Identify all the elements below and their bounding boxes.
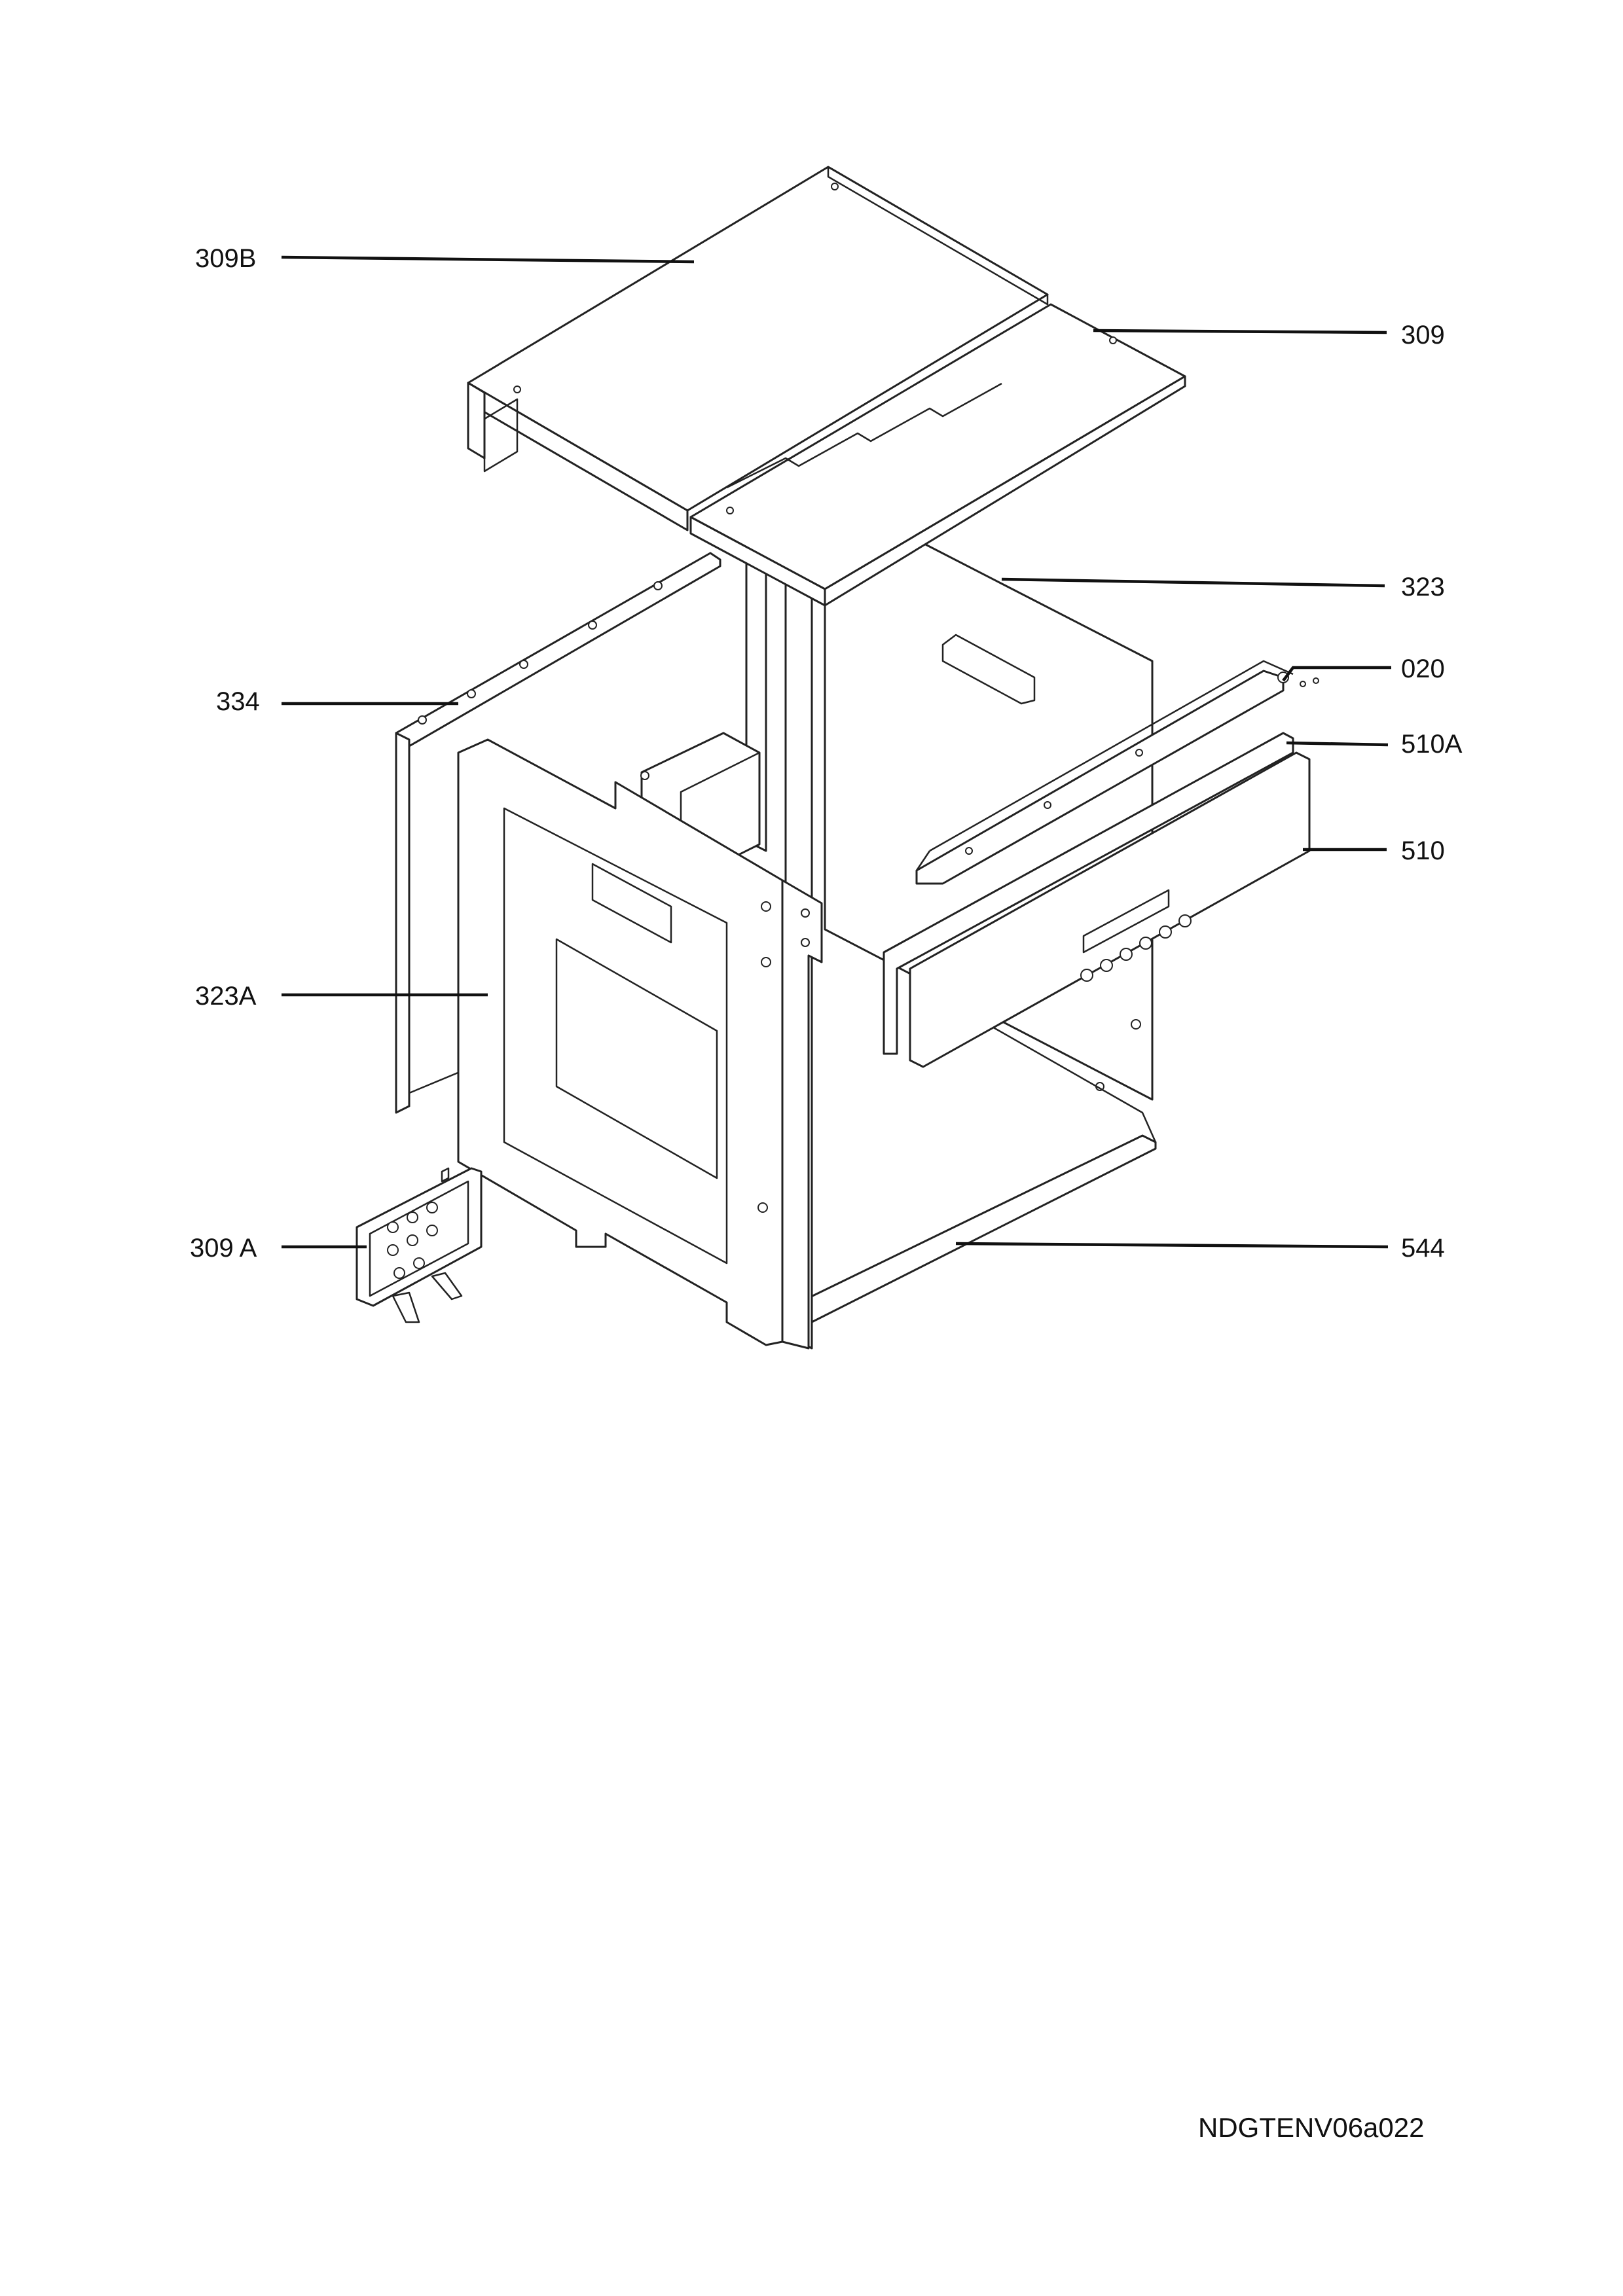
part-309-top-cover-right: [689, 303, 1186, 607]
leader-323: [1001, 577, 1385, 588]
part-309B-top-cover-left: [467, 166, 1049, 531]
label-510A: 510A: [1401, 730, 1463, 759]
label-020: 020: [1401, 655, 1445, 683]
leader-309B: [281, 255, 695, 264]
label-544: 544: [1401, 1234, 1445, 1263]
part-323A-left-side-panel: [457, 738, 823, 1350]
label-309A: 309 A: [190, 1234, 257, 1263]
leader-309: [1093, 329, 1387, 334]
label-510: 510: [1401, 836, 1445, 865]
part-510A-panel-support: [883, 732, 1294, 1055]
label-323: 323: [1401, 573, 1445, 601]
part-labels: 309B 309 323 020 334 510A 510 323A 309 A…: [190, 244, 1463, 1263]
label-309: 309: [1401, 321, 1445, 350]
part-020-control-rail: [915, 660, 1319, 885]
label-309B: 309B: [195, 244, 256, 273]
part-510-control-panel: [909, 751, 1311, 1068]
leader-lines: [281, 255, 1391, 1249]
label-334: 334: [216, 687, 260, 716]
label-323A: 323A: [195, 982, 257, 1011]
part-309A-terminal-bracket: [356, 1167, 483, 1323]
drawing-code: NDGTENV06a022: [1198, 2112, 1425, 2143]
leader-510A: [1286, 741, 1389, 747]
leader-020: [1282, 666, 1391, 682]
leader-544: [955, 1242, 1389, 1249]
